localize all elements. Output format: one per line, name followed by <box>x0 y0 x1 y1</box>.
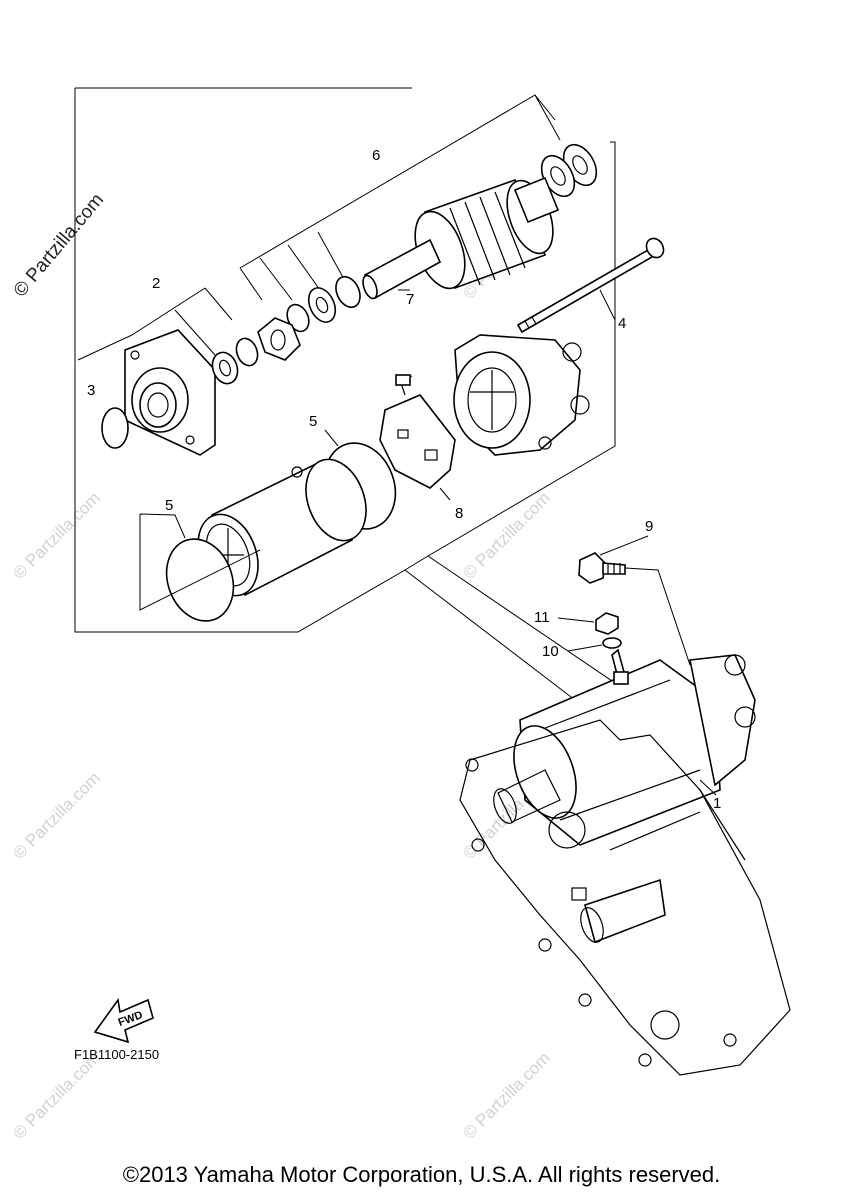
watermark-main: © Partzilla.com <box>10 190 108 302</box>
leader-5a <box>324 429 339 447</box>
leader-to-assembly-2 <box>427 555 641 701</box>
part-10-washer <box>602 637 622 649</box>
engine-case <box>459 719 791 1076</box>
part-2-front-cover <box>124 329 259 456</box>
leader-1 <box>699 779 717 796</box>
part-4-through-bolt <box>516 237 665 334</box>
diagram-code: F1B1100-2150 <box>74 1047 159 1062</box>
leader-4 <box>599 289 616 321</box>
watermark-faint: © Partzilla.com <box>459 488 553 582</box>
callout-3: 3 <box>87 382 95 399</box>
watermark-faint: © Partzilla.com <box>9 768 103 862</box>
leader-8 <box>439 487 451 501</box>
callout-1: 1 <box>713 795 721 812</box>
callout-5b: 5 <box>165 497 173 514</box>
watermark-faint: © Partzilla.com <box>459 1048 553 1142</box>
callout-4: 4 <box>618 315 626 332</box>
callout-2: 2 <box>152 275 160 292</box>
part-6-shaft-washers <box>257 275 361 361</box>
bracket-5b <box>139 513 261 611</box>
fwd-arrow-icon: FWD <box>93 997 154 1044</box>
callout-9: 9 <box>645 518 653 535</box>
callout-10: 10 <box>542 643 559 660</box>
leader-11 <box>557 617 595 623</box>
callout-6: 6 <box>372 147 380 164</box>
leader-9 <box>599 535 649 556</box>
watermark-faint: © Partzilla.com <box>9 488 103 582</box>
bracket-6-lines <box>239 231 351 301</box>
part-9-bolt <box>578 552 626 584</box>
callout-7: 7 <box>406 291 414 308</box>
bracket-2 <box>131 287 233 356</box>
exploded-view-frame <box>74 88 616 633</box>
copyright-notice: ©2013 Yamaha Motor Corporation, U.S.A. A… <box>122 1162 721 1187</box>
leader-10 <box>567 644 603 652</box>
part-6-washers <box>540 143 598 198</box>
part-8-brush-holder <box>379 374 456 489</box>
part-7-armature <box>362 176 560 300</box>
rear-cover <box>453 334 590 456</box>
bracket-6 <box>239 94 561 269</box>
callout-11: 11 <box>534 609 550 626</box>
part-11-nut <box>595 612 619 635</box>
leader-to-assembly-1 <box>404 569 576 701</box>
watermark-faint: © Partzilla.com <box>9 1048 103 1142</box>
part-3-o-ring <box>101 407 129 449</box>
bracket-3 <box>77 334 133 361</box>
callout-8: 8 <box>455 505 463 522</box>
leader-9-to-assembly <box>624 567 691 666</box>
callout-5a: 5 <box>309 413 317 430</box>
part-1-starter-assembly <box>513 648 756 846</box>
